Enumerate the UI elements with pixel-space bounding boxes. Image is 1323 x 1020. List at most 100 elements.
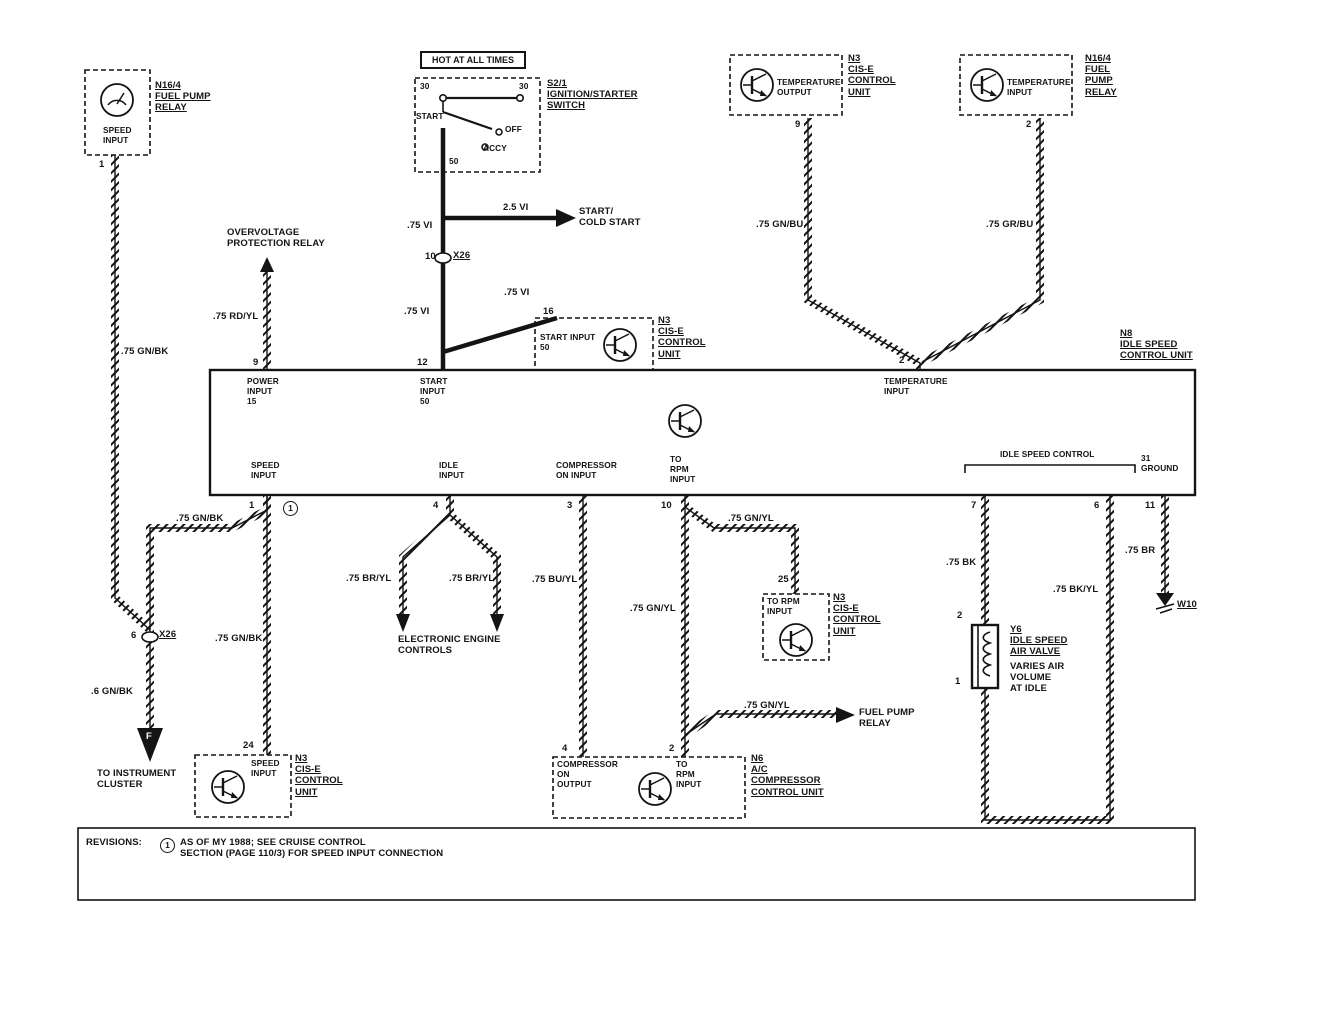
x26-connector-left-icon (141, 631, 159, 643)
pin-11-icu: 11 (1145, 500, 1156, 511)
pin-9-icu: 9 (253, 357, 259, 368)
wire-label-gnbu: .75 GN/BU (756, 219, 804, 230)
revisions-box (77, 827, 1196, 901)
fuel-pump-relay-box (84, 69, 151, 156)
start-cold-start-arrow-icon (556, 209, 576, 227)
eec-arrow-right-icon (490, 614, 504, 632)
x26-connector-top-icon (434, 252, 452, 264)
wire-label-bryl-right: .75 BR/YL (449, 573, 495, 584)
idle-input-label: IDLE INPUT (439, 460, 465, 480)
wire-label-gnbk-v: .75 GN/BK (215, 633, 263, 644)
transistor-icon (778, 622, 814, 658)
wire-to-fuel-pump-relay (685, 714, 836, 735)
pin-2-icu: 2 (899, 355, 905, 366)
cis-control-unit-label: N3 CIS-E CONTROL UNIT (295, 753, 343, 798)
pin-1-icu: 1 (249, 500, 255, 511)
to-instrument-cluster-label: TO INSTRUMENT CLUSTER (97, 768, 177, 791)
ground-31-label: 31 GROUND (1141, 453, 1179, 473)
wire-speed-to-cluster (150, 495, 267, 728)
wire-label-vi-25: 2.5 VI (503, 202, 529, 213)
pin-10-icu: 10 (661, 500, 672, 511)
fuel-pump-relay-label: N16/4 FUEL PUMP RELAY (155, 80, 211, 114)
cis-start-input-label: START INPUT 50 (540, 332, 596, 352)
wire-label-gnbk-left: .75 GN/BK (121, 346, 169, 357)
wire-fp-speed-input (115, 155, 150, 630)
ignition-switch-box (414, 77, 541, 173)
start-cold-start-label: START/ COLD START (579, 206, 641, 229)
speed-input-cis-label: SPEED INPUT (251, 758, 280, 778)
pin-4-icu: 4 (433, 500, 439, 511)
pin-2-y6: 2 (957, 610, 963, 621)
cis-control-unit-label: N3 CIS-E CONTROL UNIT (833, 592, 881, 637)
cis-control-unit-label: N3 CIS-E CONTROL UNIT (658, 315, 706, 360)
idle-speed-control-unit-box (208, 368, 1197, 497)
transistor-icon (969, 67, 1005, 103)
to-rpm-input-icu-label: TO RPM INPUT (670, 454, 696, 484)
wire-label-gnbk-h: .75 GN/BK (176, 513, 224, 524)
connector-f-label: F (146, 731, 152, 742)
pin-25: 25 (778, 574, 789, 585)
revision-mark-inline: 1 (160, 838, 175, 853)
cis-control-unit-label: N3 CIS-E CONTROL UNIT (848, 53, 896, 98)
terminal-30-right: 30 (519, 81, 529, 91)
cis-speed-box (194, 754, 292, 818)
temp-output-box (729, 54, 843, 116)
ground-point-label: W10 (1177, 599, 1197, 610)
air-valve-label: Y6 IDLE SPEED AIR VALVE (1010, 624, 1068, 658)
pin-24: 24 (243, 740, 254, 751)
x26-left-label: X26 (159, 629, 177, 640)
pin-3-icu: 3 (567, 500, 573, 511)
wire-label-vi-lower: .75 VI (404, 306, 430, 317)
ignition-switch-contacts (438, 94, 524, 151)
transistor-icon (667, 403, 703, 439)
idle-speed-control-bracket (964, 464, 1136, 473)
to-rpm-input-ac-label: TO RPM INPUT (676, 759, 702, 789)
temp-input-icu-label: TEMPERATURE INPUT (884, 376, 948, 396)
compressor-on-input-label: COMPRESSOR ON INPUT (556, 460, 617, 480)
air-valve-desc-label: VARIES AIR VOLUME AT IDLE (1010, 661, 1065, 695)
power-input-label: POWER INPUT 15 (247, 376, 279, 406)
wire-label-gnyl-c: .75 GN/YL (744, 700, 790, 711)
relay-element-icon (100, 83, 134, 117)
overvoltage-relay-arrow-icon (260, 257, 274, 272)
pin-12: 12 (417, 357, 428, 368)
switch-accy-label: ACCY (483, 143, 507, 153)
wire-vi-diagonal (442, 315, 558, 355)
pin-2-ac: 2 (669, 743, 675, 754)
temp-output-label: TEMPERATURE OUTPUT (777, 77, 841, 97)
eec-arrow-left-icon (396, 614, 410, 632)
wire-label-vi-diag: .75 VI (504, 287, 530, 298)
fuel-pump-relay-arrow-label: FUEL PUMP RELAY (859, 707, 915, 730)
to-rpm-input-cis-label: TO RPM INPUT (767, 596, 800, 616)
idle-speed-control-label: IDLE SPEED CONTROL (1000, 449, 1095, 459)
x26-top-label: X26 (453, 250, 471, 261)
wire-label-bkyl: .75 BK/YL (1053, 584, 1099, 595)
revision-mark-1: 1 (283, 501, 298, 516)
wire-temp-input (922, 118, 1040, 362)
terminal-30-left: 30 (420, 81, 430, 91)
pin-x26-top: 10 (425, 251, 436, 262)
transistor-icon (210, 769, 246, 805)
revisions-text: AS OF MY 1988; SEE CRUISE CONTROL SECTIO… (180, 837, 444, 860)
wire-idle-branch-left (403, 495, 450, 614)
pin-9: 9 (795, 119, 801, 130)
wire-label-grbu: .75 GR/BU (986, 219, 1034, 230)
switch-off-label: OFF (505, 124, 522, 134)
transistor-icon (739, 67, 775, 103)
wire-label-gnyl-a: .75 GN/YL (728, 513, 774, 524)
pin-16: 16 (543, 306, 554, 317)
switch-start-label: START (416, 111, 444, 121)
wire-label-vi-upper: .75 VI (407, 220, 433, 231)
wire-label-buyl: .75 BU/YL (532, 574, 578, 585)
ignition-switch-label: S2/1 IGNITION/STARTER SWITCH (547, 78, 638, 112)
overvoltage-relay-label: OVERVOLTAGE PROTECTION RELAY (227, 227, 325, 250)
transistor-icon (637, 771, 673, 807)
pin-1: 1 (99, 159, 105, 170)
ac-compressor-unit-label: N6 A/C COMPRESSOR CONTROL UNIT (751, 753, 824, 798)
start-input-label: START INPUT 50 (420, 376, 448, 406)
wire-label-br: .75 BR (1125, 545, 1156, 556)
fuel-pump-relay-arrow-icon (836, 707, 855, 723)
ground-w10-icon (1155, 593, 1175, 614)
